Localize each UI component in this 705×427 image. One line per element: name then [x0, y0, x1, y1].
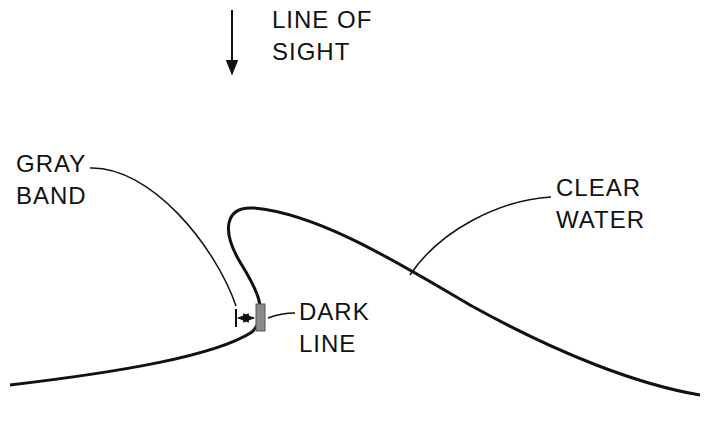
dimension-arrow [238, 317, 254, 319]
leader-line [410, 197, 551, 275]
callout-label: LINE OF SIGHT [272, 4, 412, 68]
callout-label: CLEAR WATER [556, 172, 671, 236]
leader-line [90, 168, 236, 306]
sight-arrow [231, 10, 233, 74]
callout-label: GRAY BAND [16, 148, 111, 212]
leader-line [268, 313, 295, 318]
dark-line-mark [256, 304, 265, 331]
wave-outline [10, 208, 700, 395]
dimension-tick [235, 309, 237, 327]
callout-label: DARK LINE [299, 296, 394, 360]
